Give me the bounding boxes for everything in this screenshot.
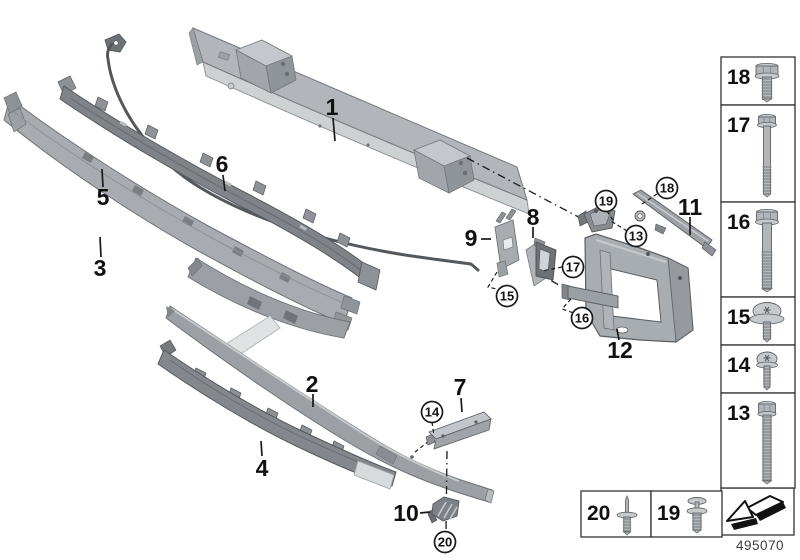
callout-18[interactable]: 18	[641, 176, 679, 205]
part-number-5[interactable]: 5	[97, 184, 110, 210]
callout-13[interactable]: 13	[610, 220, 648, 248]
part-12-headlight-support	[561, 204, 694, 343]
part-9-mount-plate	[494, 208, 520, 278]
legend-number-16[interactable]: 16	[727, 211, 750, 234]
callout-number-17[interactable]: 17	[566, 260, 580, 275]
part-number-12[interactable]: 12	[607, 337, 633, 363]
direction-arrow-box	[720, 487, 795, 536]
legend-box-14[interactable]: 14	[720, 344, 796, 394]
legend-box-20[interactable]: 20	[580, 490, 652, 538]
legend-box-19[interactable]: 19	[650, 490, 723, 538]
callout-19[interactable]: 19	[594, 189, 618, 221]
pan-screw-icon	[756, 351, 778, 391]
legend-number-20[interactable]: 20	[587, 502, 610, 525]
crash-box-right	[413, 139, 475, 194]
callout-number-13[interactable]: 13	[629, 229, 643, 244]
legend-box-15[interactable]: 15	[720, 296, 796, 346]
part-label-10[interactable]: 10	[393, 500, 431, 526]
part-10-spacer-clip	[427, 496, 460, 524]
legend-number-13[interactable]: 13	[727, 402, 750, 425]
part-label-12[interactable]: 12	[607, 328, 633, 363]
part-label-5[interactable]: 5	[97, 168, 110, 210]
part-number-1[interactable]: 1	[326, 94, 339, 120]
callout-20[interactable]: 20	[433, 530, 457, 554]
part-number-9[interactable]: 9	[465, 225, 478, 251]
callout-16[interactable]: 16	[560, 298, 594, 330]
callout-17[interactable]: 17	[541, 255, 585, 279]
part-label-6[interactable]: 6	[216, 151, 229, 192]
hex-bolt-long-flange-icon	[755, 208, 779, 293]
part-7-side-bracket	[425, 411, 492, 450]
part-label-1[interactable]: 1	[326, 94, 339, 142]
part-label-9[interactable]: 9	[465, 225, 491, 251]
callout-15[interactable]: 15	[487, 271, 519, 308]
part-number-3[interactable]: 3	[94, 255, 107, 281]
part-number-10[interactable]: 10	[393, 500, 419, 526]
crash-box-left	[235, 39, 297, 94]
diagram-id: 495070	[735, 538, 785, 553]
callout-number-15[interactable]: 15	[500, 289, 514, 304]
part-label-11[interactable]: 11	[678, 194, 703, 235]
part-number-7[interactable]: 7	[454, 374, 467, 400]
part-8-mount-bracket	[525, 237, 557, 287]
legend-box-18[interactable]: 18	[720, 56, 796, 106]
part-6-sensor-strip	[104, 33, 480, 272]
part-number-2[interactable]: 2	[306, 371, 319, 397]
callout-number-19[interactable]: 19	[599, 194, 613, 209]
part-label-7[interactable]: 7	[454, 374, 467, 413]
hex-bolt-short-icon	[754, 63, 780, 103]
part-3-impact-absorber	[3, 91, 361, 339]
part-number-8[interactable]: 8	[527, 204, 540, 230]
callout-number-16[interactable]: 16	[575, 311, 589, 326]
expansion-rivet-icon	[686, 497, 708, 534]
legend-number-14[interactable]: 14	[727, 354, 751, 377]
hex-bolt-long-icon	[757, 114, 777, 198]
blind-rivet-icon	[616, 494, 638, 536]
legend-number-18[interactable]: 18	[727, 66, 751, 89]
part-number-11[interactable]: 11	[678, 194, 703, 220]
part-label-8[interactable]: 8	[527, 204, 540, 238]
legend-box-17[interactable]: 17	[720, 104, 796, 203]
part-label-2[interactable]: 2	[306, 371, 319, 407]
oval-screw-washer-icon	[749, 302, 785, 343]
part-number-4[interactable]: 4	[256, 455, 269, 481]
legend-number-19[interactable]: 19	[657, 502, 680, 525]
part-label-3[interactable]: 3	[94, 236, 107, 281]
callout-number-20[interactable]: 20	[438, 535, 452, 550]
part-5-upper-carrier	[57, 75, 381, 291]
part-number-6[interactable]: 6	[216, 151, 229, 177]
legend-box-13[interactable]: 13	[720, 392, 796, 489]
part-11-strut-brace	[632, 189, 717, 257]
legend-box-16[interactable]: 16	[720, 201, 796, 298]
callout-number-14[interactable]: 14	[425, 405, 440, 420]
direction-arrow-icon	[726, 495, 786, 530]
part-1-bumper-reinforcement-beam	[188, 27, 530, 215]
callout-14[interactable]: 14	[420, 400, 444, 437]
part-4-lower-strip	[157, 339, 397, 490]
callout-number-18[interactable]: 18	[660, 181, 674, 196]
part-2-lower-carrier-bar	[165, 305, 495, 504]
part-label-4[interactable]: 4	[256, 440, 269, 481]
hex-screw-long-icon	[757, 400, 777, 485]
legend-number-17[interactable]: 17	[727, 114, 750, 137]
legend-number-15[interactable]: 15	[727, 306, 751, 329]
